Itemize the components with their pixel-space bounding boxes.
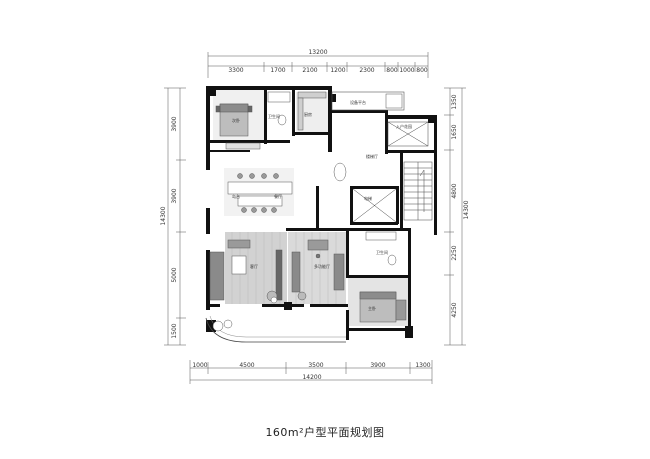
left-dim-1: 3900 bbox=[171, 116, 178, 131]
right-dimensions bbox=[444, 87, 466, 346]
top-dim-4: 1200 bbox=[330, 67, 345, 74]
top-dim-3: 2100 bbox=[302, 67, 317, 74]
label-stair-hall: 楼梯厅 bbox=[366, 153, 378, 159]
balcony-inner-edge bbox=[209, 315, 346, 338]
label-bathroom-2: 卫生间 bbox=[376, 249, 388, 255]
left-dim-4: 1500 bbox=[171, 323, 178, 338]
bottom-dim-2: 4500 bbox=[239, 362, 254, 369]
label-elevator: 电梯 bbox=[364, 195, 372, 201]
left-dim-2: 3900 bbox=[171, 188, 178, 203]
elevator-shaft bbox=[352, 188, 397, 223]
staircase bbox=[403, 161, 433, 221]
label-bedroom-top: 次卧 bbox=[232, 117, 240, 123]
right-total-dim: 14300 bbox=[463, 200, 470, 219]
bottom-dim-5: 1300 bbox=[415, 362, 430, 369]
left-dimensions bbox=[164, 87, 186, 346]
right-dim-1: 1350 bbox=[451, 94, 458, 109]
label-master-bedroom: 主卧 bbox=[368, 305, 376, 311]
top-dimensions bbox=[207, 52, 429, 78]
walls bbox=[206, 86, 437, 340]
plan-caption: 160m²户型平面规划图 bbox=[265, 426, 385, 439]
equipment-platform-frame bbox=[331, 91, 405, 111]
top-dim-5: 2300 bbox=[359, 67, 374, 74]
bottom-total-dim: 14200 bbox=[302, 374, 321, 381]
label-dining: 餐厅 bbox=[274, 193, 282, 199]
right-dim-5: 4250 bbox=[451, 302, 458, 317]
top-dim-1: 3300 bbox=[228, 67, 243, 74]
equipment-box bbox=[385, 93, 403, 109]
top-dim-7: 1000 bbox=[399, 67, 414, 74]
label-entrance: 入户花园 bbox=[396, 123, 412, 129]
bottom-dim-3: 3500 bbox=[308, 362, 323, 369]
label-equipment-platform: 设备平台 bbox=[350, 99, 366, 105]
label-island: 岛台 bbox=[232, 193, 240, 199]
top-dim-6: 800 bbox=[386, 67, 398, 74]
right-dim-4: 2250 bbox=[451, 245, 458, 260]
label-kitchen: 厨房 bbox=[304, 111, 312, 117]
balcony-edge bbox=[205, 317, 346, 343]
right-dim-2: 1650 bbox=[451, 124, 458, 139]
bottom-dimensions bbox=[189, 360, 433, 384]
left-total-dim: 14300 bbox=[160, 206, 167, 225]
label-living-room: 客厅 bbox=[250, 263, 258, 269]
top-dim-8: 800 bbox=[416, 67, 428, 74]
entry-box bbox=[387, 121, 429, 147]
label-bathroom-1: 卫生间 bbox=[268, 113, 280, 119]
top-dim-2: 1700 bbox=[270, 67, 285, 74]
right-dim-3: 4800 bbox=[451, 183, 458, 198]
bottom-dim-4: 3900 bbox=[370, 362, 385, 369]
label-multi-function: 多功能厅 bbox=[314, 263, 330, 269]
bottom-dim-1: 1000 bbox=[192, 362, 207, 369]
left-dim-3: 5000 bbox=[171, 267, 178, 282]
top-total-dim: 13200 bbox=[308, 49, 327, 56]
furniture bbox=[209, 91, 407, 332]
